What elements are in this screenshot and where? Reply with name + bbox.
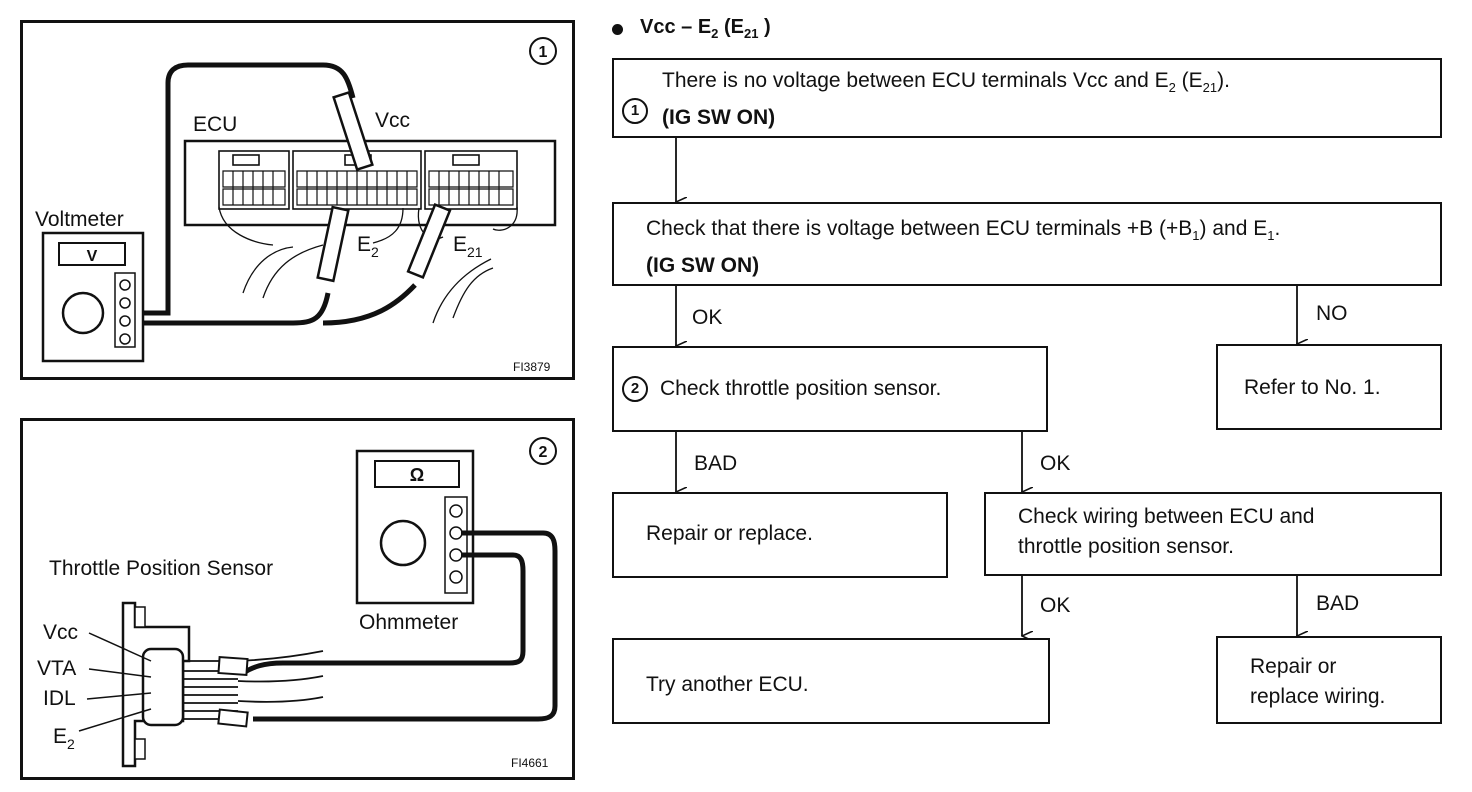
voltmeter-display [58,242,126,266]
figure-2-number-circle [529,437,557,465]
try-ecu-text: Try another ECU. [646,673,809,696]
terminal-label-idl: IDL [43,687,76,710]
terminal-leader-lines [78,632,152,732]
vcc-label: Vcc [375,109,410,132]
repair-wiring-line-1: Repair or [1250,655,1337,678]
label-no: NO [1316,302,1348,325]
step-1-line-2: (IG SW ON) [662,106,776,130]
step-2-box: 2 Check throttle position sensor. [612,346,1048,432]
repair-wiring-line-2: replace wiring. [1250,685,1386,708]
ohmmeter-display [374,460,460,488]
step-1-box: 1 There is no voltage between ECU termin… [612,58,1442,138]
figure-voltmeter-test: 1 ECU Vcc [20,20,575,380]
e21-lead-wire [322,283,417,326]
vcc-probe [332,90,374,172]
figure-2-drawing: 2 Ω Ohmmeter Throttle Position Sensor [37,437,558,770]
step-1-number: 1 [622,97,648,124]
ecu-label: ECU [193,113,237,136]
refer-text: Refer to No. 1. [1244,376,1381,399]
label-ok-3: OK [1040,594,1071,617]
check-voltage-line-1: Check that there is voltage between ECU … [646,217,1281,244]
wiring-check-line-2: throttle position sensor. [1018,535,1234,558]
figure-1-number-circle [529,37,557,65]
label-bad-2: BAD [1316,592,1360,615]
step-1-line-1: There is no voltage between ECU terminal… [662,69,1230,96]
ohmmeter-lead-1 [253,530,558,722]
sensor-label: Throttle Position Sensor [49,557,273,580]
step-2-text: Check throttle position sensor. [660,377,942,400]
e2-lead-wire [143,292,331,326]
check-voltage-line-2: (IG SW ON) [646,254,760,278]
e2-label: E2 [357,233,379,260]
terminal-label-vta: VTA [37,657,76,680]
label-bad-1: BAD [694,452,738,475]
refer-box: Refer to No. 1. [1216,344,1442,430]
sensor-probe-tips [217,655,249,728]
vcc-lead-wire [143,62,356,316]
figure-2-code: FI4661 [511,756,549,770]
figure-1-drawing: 1 ECU Vcc [35,37,557,374]
ohmmeter-label: Ohmmeter [359,611,458,634]
figure-2-number: 2 [539,444,548,461]
flowchart-heading: Vcc – E2 (E21 ) [640,16,771,41]
sensor-mount-bottom [134,738,146,760]
check-voltage-box: Check that there is voltage between ECU … [612,202,1442,286]
e2-probe [316,205,350,283]
try-ecu-box: Try another ECU. [612,638,1050,724]
figure-1-code: FI3879 [513,360,551,374]
repair-wiring-box: Repair or replace wiring. [1216,636,1442,724]
wiring-check-box: Check wiring between ECU and throttle po… [984,492,1442,576]
step-2-number: 2 [622,376,648,403]
voltmeter-dial [61,291,105,335]
terminal-label-e2: E2 [53,725,75,752]
repair-text: Repair or replace. [646,522,813,545]
sensor-terminal-wires [183,650,324,720]
terminal-label-vcc: Vcc [43,621,78,644]
ohmmeter-lead-2 [241,552,526,676]
repair-box: Repair or replace. [612,492,948,578]
label-ok-2: OK [1040,452,1071,475]
voltmeter-label: Voltmeter [35,208,124,231]
ohmmeter-jack-panel [444,496,468,594]
voltmeter-symbol: V [87,248,98,265]
figure-ohmmeter-test: 2 Ω Ohmmeter Throttle Position Sensor [20,418,575,780]
ohmmeter-dial [379,519,427,567]
connector-pins [222,170,514,206]
voltmeter-jacks [119,279,131,345]
ohmmeter-symbol: Ω [410,465,424,485]
sensor-mount-top [134,606,146,628]
e21-probe [406,202,452,280]
ohmmeter-jacks [449,504,463,584]
heading-bullet [612,24,623,35]
figure-1-number: 1 [539,44,548,61]
voltmeter-jack-panel [114,272,136,348]
label-ok-1: OK [692,306,723,329]
e21-label: E21 [453,233,483,260]
wiring-check-line-1: Check wiring between ECU and [1018,505,1315,528]
